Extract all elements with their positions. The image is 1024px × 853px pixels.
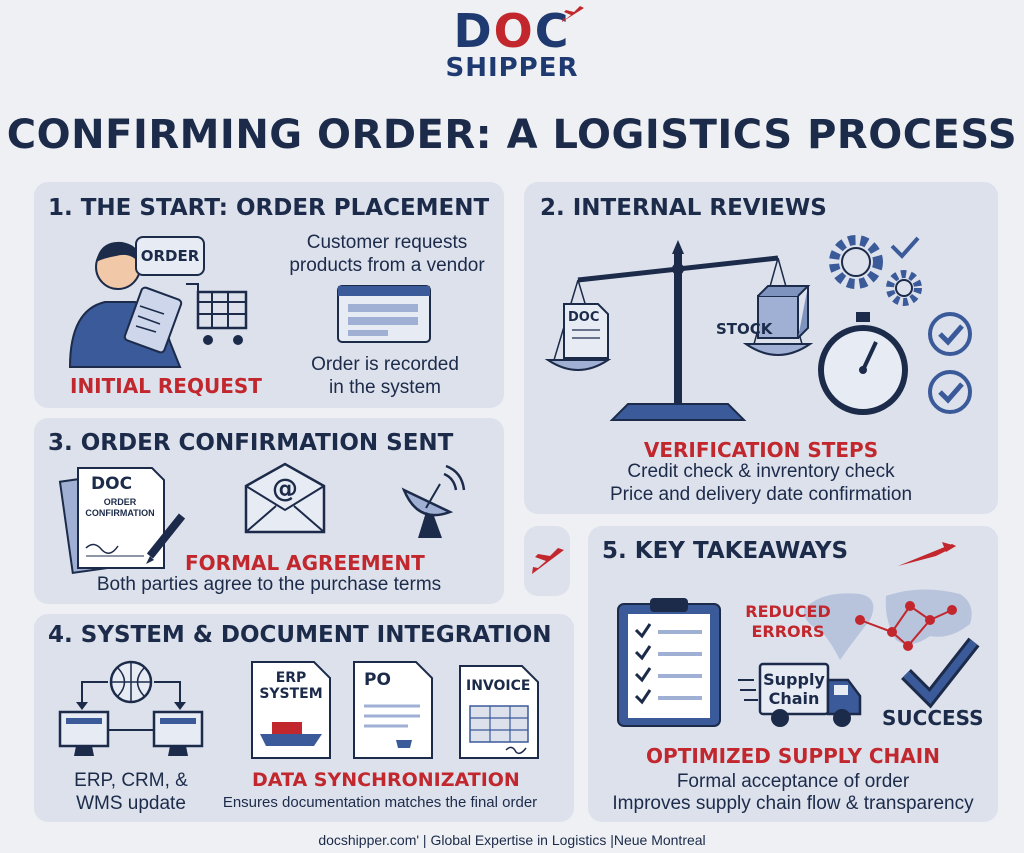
order-desc-line4: in the system bbox=[329, 377, 441, 398]
logo-doc-text: DOC bbox=[0, 8, 1024, 54]
logo-d: D bbox=[453, 4, 494, 58]
order-speech-bubble: ORDER bbox=[135, 236, 205, 276]
po-document-icon bbox=[353, 661, 433, 759]
satellite-dish-icon bbox=[401, 464, 466, 538]
panel-5-title: 5. KEY TAKEAWAYS bbox=[602, 538, 849, 564]
order-desc-line3: Order is recorded bbox=[311, 354, 459, 375]
logo-c: C bbox=[534, 4, 571, 58]
initial-request-caption: INITIAL REQUEST bbox=[70, 374, 262, 398]
optimized-supply-chain-caption: OPTIMIZED SUPPLY CHAIN bbox=[646, 744, 940, 768]
order-desc-line1: Customer requests bbox=[306, 232, 468, 253]
reduced-errors-line1: REDUCED bbox=[745, 602, 831, 621]
delivery-truck-icon bbox=[738, 662, 862, 727]
takeaway-plane-icon bbox=[898, 542, 956, 566]
invoice-document-icon bbox=[459, 665, 539, 759]
success-label: SUCCESS bbox=[882, 706, 984, 730]
balance-scale-icon bbox=[544, 240, 814, 421]
invoice-label: INVOICE bbox=[466, 678, 531, 694]
erp-system-document-icon bbox=[251, 661, 331, 759]
reduced-errors-line2: ERRORS bbox=[751, 622, 825, 641]
takeaway-line2: Improves supply chain flow & transparenc… bbox=[612, 793, 974, 814]
confirmation-document-icon bbox=[58, 467, 186, 574]
panel-3-title: 3. ORDER CONFIRMATION SENT bbox=[48, 430, 454, 456]
supply-chain-label-1: Supply bbox=[763, 670, 825, 689]
data-sync-caption: DATA SYNCHRONIZATION bbox=[252, 769, 520, 791]
page-title: CONFIRMING ORDER: A LOGISTICS PROCESS bbox=[6, 112, 1018, 158]
email-at-symbol: @ bbox=[272, 474, 298, 504]
footer-text: docshipper.com' | Global Expertise in Lo… bbox=[318, 832, 706, 848]
order-desc-line2: products from a vendor bbox=[289, 255, 485, 276]
email-envelope-icon bbox=[244, 462, 326, 534]
scale-stock-label: STOCK bbox=[716, 320, 773, 338]
panel-4-title: 4. SYSTEM & DOCUMENT INTEGRATION bbox=[48, 622, 552, 648]
confirmation-doc-sub1: ORDER bbox=[103, 497, 137, 507]
verification-line2: Price and delivery date confirmation bbox=[609, 484, 913, 505]
browser-window-icon bbox=[337, 285, 431, 343]
docshipper-logo: DOC SHIPPER bbox=[0, 8, 1024, 82]
scale-doc-label: DOC bbox=[568, 310, 600, 325]
logo-o: O bbox=[493, 4, 535, 58]
verification-line1: Credit check & invrentory check bbox=[627, 461, 895, 482]
world-map-network-icon bbox=[804, 589, 972, 660]
formal-agreement-caption: FORMAL AGREEMENT bbox=[185, 551, 425, 575]
agreement-line1: Both parties agree to the purchase terms bbox=[96, 574, 442, 595]
po-label: PO bbox=[364, 670, 391, 690]
checklist-clipboard-icon bbox=[617, 598, 721, 727]
takeaway-line1: Formal acceptance of order bbox=[676, 771, 910, 792]
networked-computers-icon bbox=[58, 660, 204, 756]
supply-chain-label-2: Chain bbox=[768, 689, 820, 708]
erp-label-2: SYSTEM bbox=[259, 686, 323, 702]
integration-left-line1: ERP, CRM, & bbox=[74, 770, 188, 791]
panel-2-title: 2. INTERNAL REVIEWS bbox=[540, 195, 827, 221]
order-bubble-label: ORDER bbox=[140, 247, 200, 265]
logo-plane-icon bbox=[562, 6, 584, 22]
panel-1-title: 1. THE START: ORDER PLACEMENT bbox=[48, 195, 490, 221]
success-checkmark-icon bbox=[901, 637, 980, 709]
confirmation-doc-sub2: CONFIRMATION bbox=[85, 508, 155, 518]
erp-label-1: ERP bbox=[275, 670, 307, 686]
person-tablet-icon bbox=[68, 241, 248, 368]
gears-stopwatch-icon bbox=[818, 235, 972, 415]
logo-shipper-text: SHIPPER bbox=[445, 53, 579, 83]
confirmation-doc-label: DOC bbox=[91, 474, 133, 494]
verification-steps-caption: VERIFICATION STEPS bbox=[643, 438, 879, 462]
data-sync-line1: Ensures documentation matches the final … bbox=[222, 794, 538, 811]
airplane-icon bbox=[532, 548, 564, 574]
integration-left-line2: WMS update bbox=[76, 793, 186, 814]
